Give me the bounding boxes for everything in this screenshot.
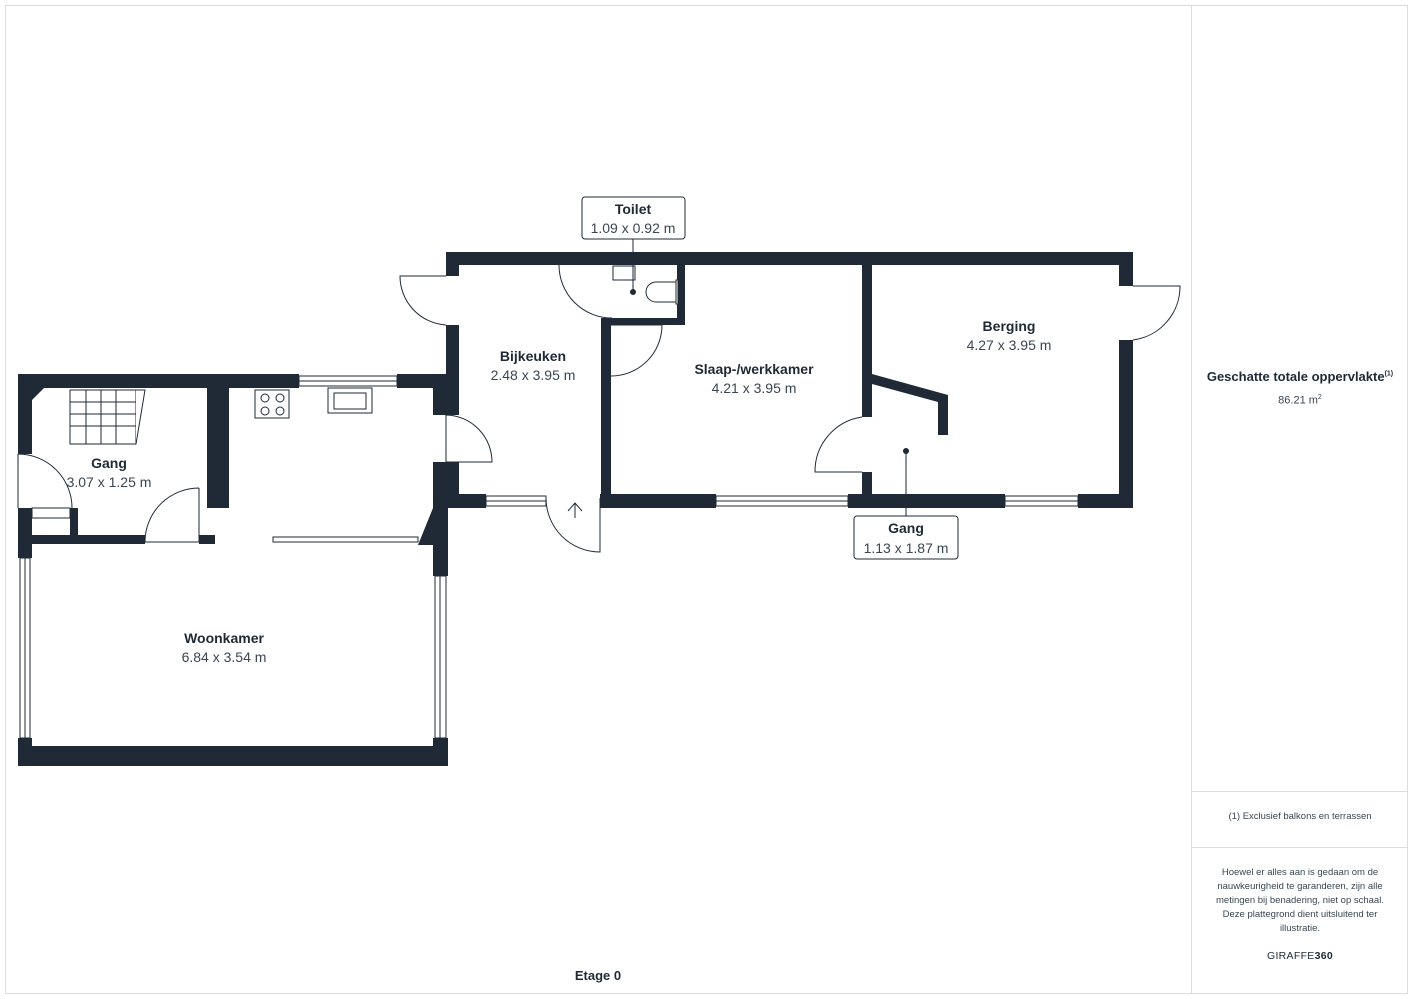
door [558, 264, 613, 319]
room-name-woonkamer: Woonkamer [184, 630, 264, 646]
door [545, 497, 601, 553]
wall [446, 494, 486, 508]
door [1132, 285, 1181, 341]
wall [32, 388, 44, 400]
stairs-icon [69, 389, 146, 445]
room-dims-berging: 4.27 x 3.95 m [967, 337, 1052, 353]
wall [872, 374, 948, 435]
wall [600, 494, 716, 508]
room-dims-bijkeuken: 2.48 x 3.95 m [491, 367, 576, 383]
wall [18, 508, 32, 558]
room-dims-toilet: 1.09 x 0.92 m [591, 220, 676, 236]
total-area-value-text: 86.21 m [1278, 394, 1318, 407]
total-area-title-text: Geschatte totale oppervlakte [1206, 369, 1385, 384]
door [399, 275, 447, 326]
wall [18, 738, 32, 766]
wall [677, 265, 685, 325]
door [445, 414, 493, 463]
room-name-toilet: Toilet [615, 201, 652, 217]
entrance-arrow-icon [567, 502, 583, 518]
divider [1192, 847, 1408, 848]
room-dims-slaap: 4.21 x 3.95 m [712, 380, 797, 396]
wall [433, 738, 448, 766]
door [610, 324, 663, 377]
divider [1192, 791, 1408, 792]
window [272, 536, 419, 543]
window [31, 507, 71, 519]
wall-bottom [18, 746, 448, 766]
windows [19, 375, 1079, 739]
area-unit-superscript: 2 [1317, 394, 1322, 401]
floor-plan: Toilet 1.09 x 0.92 m Bijkeuken 2.48 x 3.… [17, 196, 1181, 766]
wall [433, 508, 448, 576]
washbasin-icon [612, 265, 636, 281]
floor-label: Etage 0 [574, 968, 622, 983]
total-area-title: Geschatte totale oppervlakte(1) [1192, 369, 1408, 384]
wall [397, 374, 446, 388]
room-dims-gang-right: 1.13 x 1.87 m [864, 540, 949, 556]
stove-icon [254, 389, 290, 419]
footnote-marker: (1) [1384, 370, 1394, 378]
logo-text: GIRAFFE [1266, 950, 1315, 962]
room-name-slaap: Slaap-/werkkamer [694, 361, 814, 377]
door [814, 416, 863, 473]
room-name-bijkeuken: Bijkeuken [500, 348, 566, 364]
wall [18, 374, 32, 454]
gang-callout-box [853, 515, 959, 560]
room-dims-woonkamer: 6.84 x 3.54 m [182, 649, 267, 665]
wall [1119, 252, 1133, 286]
walls [18, 252, 1133, 766]
disclaimer: Hoewel er alles aan is gedaan om de nauw… [1216, 867, 1384, 934]
wall [18, 535, 145, 544]
wall [601, 318, 611, 494]
door [144, 487, 200, 543]
wall [70, 508, 78, 544]
footnote: (1) Exclusief balkons en terrassen [1228, 811, 1372, 822]
wall [848, 494, 1005, 508]
wall [604, 318, 685, 325]
wall [862, 265, 872, 417]
total-area-value: 86.21 m2 [1192, 394, 1408, 407]
brand-logo: GIRAFFE360 [1192, 950, 1408, 962]
room-name-gang-left: Gang [91, 455, 127, 471]
room-dims-gang-left: 3.07 x 1.25 m [67, 474, 152, 490]
wall-top [446, 252, 1133, 265]
door [17, 453, 73, 509]
wall [199, 535, 215, 544]
wall [1119, 340, 1133, 508]
toilet-bowl-icon [645, 281, 678, 303]
doors [17, 264, 1181, 553]
page-frame [5, 5, 1408, 994]
wall [207, 388, 229, 508]
logo-text-bold: 360 [1314, 950, 1334, 962]
wall [862, 472, 872, 494]
sidebar: Geschatte totale oppervlakte(1) 86.21 m2… [1191, 5, 1408, 994]
room-name-berging: Berging [983, 318, 1036, 334]
fixtures [69, 265, 679, 518]
wall [18, 374, 299, 388]
callouts [581, 196, 959, 560]
room-name-gang-right: Gang [888, 520, 924, 536]
wall [418, 508, 433, 545]
wall [446, 252, 459, 276]
toilet-callout-box [581, 196, 686, 240]
